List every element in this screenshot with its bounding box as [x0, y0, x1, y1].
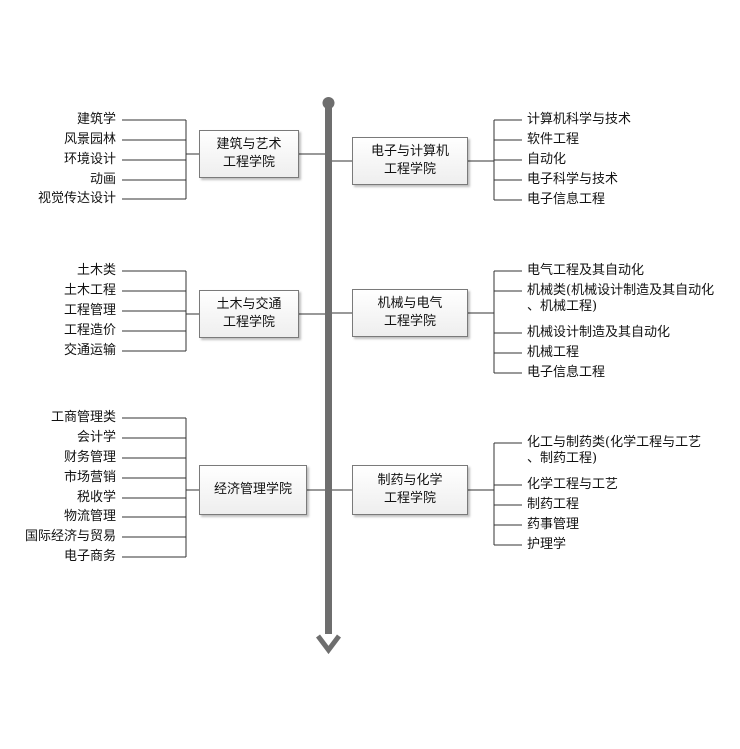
major-label: 软件工程 [527, 132, 580, 147]
major-label: 工商管理类 [50, 410, 116, 425]
major-label: 电气工程及其自动化 [527, 263, 645, 278]
college-name-line2: 工程学院 [222, 155, 275, 170]
major-label: 电子信息工程 [527, 365, 606, 380]
major-label: 药事管理 [527, 517, 580, 532]
major-label: 会计学 [76, 430, 116, 445]
major-label: 护理学 [527, 537, 567, 552]
major-label: 物流管理 [63, 509, 116, 524]
major-label: 机械类(机械设计制造及其自动化、机械工程) [527, 283, 715, 314]
major-label: 机械设计制造及其自动化 [527, 325, 671, 340]
major-label: 土木类 [76, 263, 116, 278]
college-box-architecture: 建筑与艺术 工程学院 [199, 130, 299, 178]
major-label: 机械工程 [527, 345, 580, 360]
major-label: 环境设计 [63, 152, 116, 167]
major-label: 工程造价 [63, 323, 116, 338]
major-label: 国际经济与贸易 [24, 529, 116, 544]
college-box-pharmacy: 制药与化学 工程学院 [352, 465, 468, 515]
college-name-line1: 经济管理学院 [213, 482, 292, 497]
major-label: 化学工程与工艺 [527, 477, 619, 492]
major-label: 电子商务 [63, 549, 116, 564]
major-label: 交通运输 [63, 343, 116, 358]
major-label: 化工与制药类(化学工程与工艺、制药工程) [527, 435, 702, 466]
major-label: 制药工程 [527, 497, 580, 512]
college-name-line1: 电子与计算机 [370, 144, 449, 159]
college-name-line1: 制药与化学 [377, 473, 443, 488]
timeline-axis [325, 104, 332, 634]
major-label: 计算机科学与技术 [527, 112, 632, 127]
major-label: 土木工程 [63, 283, 116, 298]
major-label: 税收学 [76, 490, 116, 505]
college-name-line2: 工程学院 [383, 162, 436, 177]
college-name-line1: 土木与交通 [216, 297, 282, 312]
college-name-line1: 建筑与艺术 [216, 137, 282, 152]
major-label: 自动化 [527, 152, 567, 167]
major-label: 电子信息工程 [527, 192, 606, 207]
college-box-economics: 经济管理学院 [199, 465, 307, 515]
college-name-line1: 机械与电气 [377, 296, 443, 311]
major-label: 电子科学与技术 [527, 172, 619, 187]
college-name-line2: 工程学院 [383, 491, 436, 506]
axis-arrow-icon [316, 634, 341, 655]
college-box-electronics: 电子与计算机 工程学院 [352, 137, 468, 185]
college-box-mechanical: 机械与电气 工程学院 [352, 289, 468, 337]
major-label: 建筑学 [76, 112, 116, 127]
major-label: 市场营销 [63, 470, 116, 485]
major-label: 视觉传达设计 [37, 191, 116, 206]
major-label: 动画 [89, 172, 116, 187]
major-label: 财务管理 [63, 450, 116, 465]
college-name-line2: 工程学院 [222, 315, 275, 330]
major-label: 风景园林 [63, 132, 116, 147]
college-box-civil: 土木与交通 工程学院 [199, 290, 299, 338]
axis-start-dot [322, 97, 335, 109]
college-name-line2: 工程学院 [383, 314, 436, 329]
major-label: 工程管理 [63, 303, 116, 318]
